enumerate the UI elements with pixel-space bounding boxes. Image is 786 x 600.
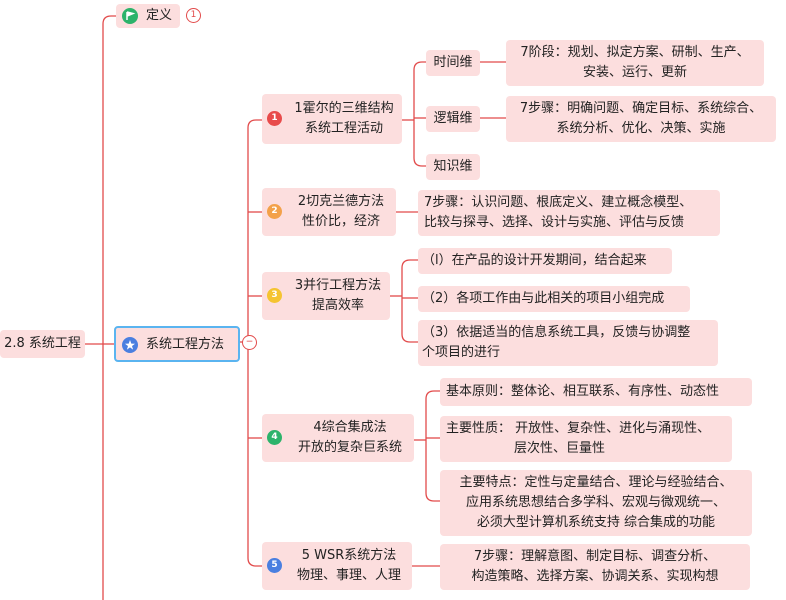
method-title: 1霍尔的三维结构 — [294, 101, 394, 116]
method-subtitle: 性价比，经济 — [301, 214, 380, 229]
method-subtitle: 开放的复杂巨系统 — [297, 440, 402, 455]
method-subtitle: 系统工程活动 — [304, 121, 383, 136]
concurrent-item[interactable]: （l）在产品的设计开发期间，结合起来 — [418, 248, 672, 274]
number-3-icon: 3 — [267, 288, 282, 303]
method-subtitle: 提高效率 — [311, 298, 364, 313]
main-label: 系统工程方法 — [146, 337, 225, 352]
root-node[interactable]: 2.8 系统工程 — [0, 330, 85, 358]
hall-dimension-node[interactable]: 知识维 — [426, 154, 480, 180]
root-label: 2.8 系统工程 — [4, 336, 81, 351]
definition-count-badge[interactable]: 1 — [186, 8, 201, 23]
hall-dimension-node[interactable]: 时间维 — [426, 50, 480, 76]
number-1-icon: 1 — [267, 111, 282, 126]
hall-dimension-node[interactable]: 逻辑维 — [426, 106, 480, 132]
hall-logic-detail[interactable]: 7步骤：明确问题、确定目标、系统综合、 系统分析、优化、决策、实施 — [506, 96, 776, 142]
method-title: 3并行工程方法 — [294, 278, 382, 293]
checkland-detail[interactable]: 7步骤：认识问题、根底定义、建立概念模型、 比较与探寻、选择、设计与实施、评估与… — [418, 190, 720, 236]
integration-principle[interactable]: 基本原则：整体论、相互联系、有序性、动态性 — [440, 378, 752, 406]
wsr-detail[interactable]: 7步骤：理解意图、制定目标、调查分析、 构造策略、选择方案、协调关系、实现构想 — [440, 544, 750, 590]
method-node[interactable]: 2 2切克兰德方法 性价比，经济 — [262, 188, 396, 236]
number-5-icon: 5 — [267, 558, 282, 573]
integration-nature[interactable]: 主要性质： 开放性、复杂性、进化与涌现性、 层次性、巨量性 — [440, 416, 732, 462]
method-node[interactable]: 1 1霍尔的三维结构 系统工程活动 — [262, 94, 402, 144]
method-node[interactable]: 4 4综合集成法 开放的复杂巨系统 — [262, 414, 414, 462]
integration-features[interactable]: 主要特点：定性与定量结合、理论与经验结合、 应用系统思想结合多学科、宏观与微观统… — [440, 470, 752, 536]
definition-label: 定义 — [146, 8, 173, 23]
method-node[interactable]: 5 5 WSR系统方法 物理、事理、人理 — [262, 542, 412, 590]
number-4-icon: 4 — [267, 430, 282, 445]
flag-icon — [122, 8, 138, 24]
main-node[interactable]: 系统工程方法 — [114, 326, 240, 362]
method-node[interactable]: 3 3并行工程方法 提高效率 — [262, 272, 390, 320]
star-icon — [122, 337, 138, 353]
main-collapse-button[interactable]: − — [242, 335, 257, 350]
hall-time-detail[interactable]: 7阶段：规划、拟定方案、研制、生产、 安装、运行、更新 — [506, 40, 764, 86]
method-title: 5 WSR系统方法 — [301, 548, 397, 563]
method-title: 4综合集成法 — [313, 420, 387, 435]
concurrent-item[interactable]: （2）各项工作由与此相关的项目小组完成 — [418, 286, 690, 312]
method-title: 2切克兰德方法 — [297, 194, 385, 209]
number-2-icon: 2 — [267, 204, 282, 219]
definition-node[interactable]: 定义 — [116, 4, 180, 28]
method-subtitle: 物理、事理、人理 — [296, 568, 401, 583]
concurrent-item[interactable]: （3）依据适当的信息系统工具，反馈与协调整 个项目的进行 — [418, 320, 718, 366]
